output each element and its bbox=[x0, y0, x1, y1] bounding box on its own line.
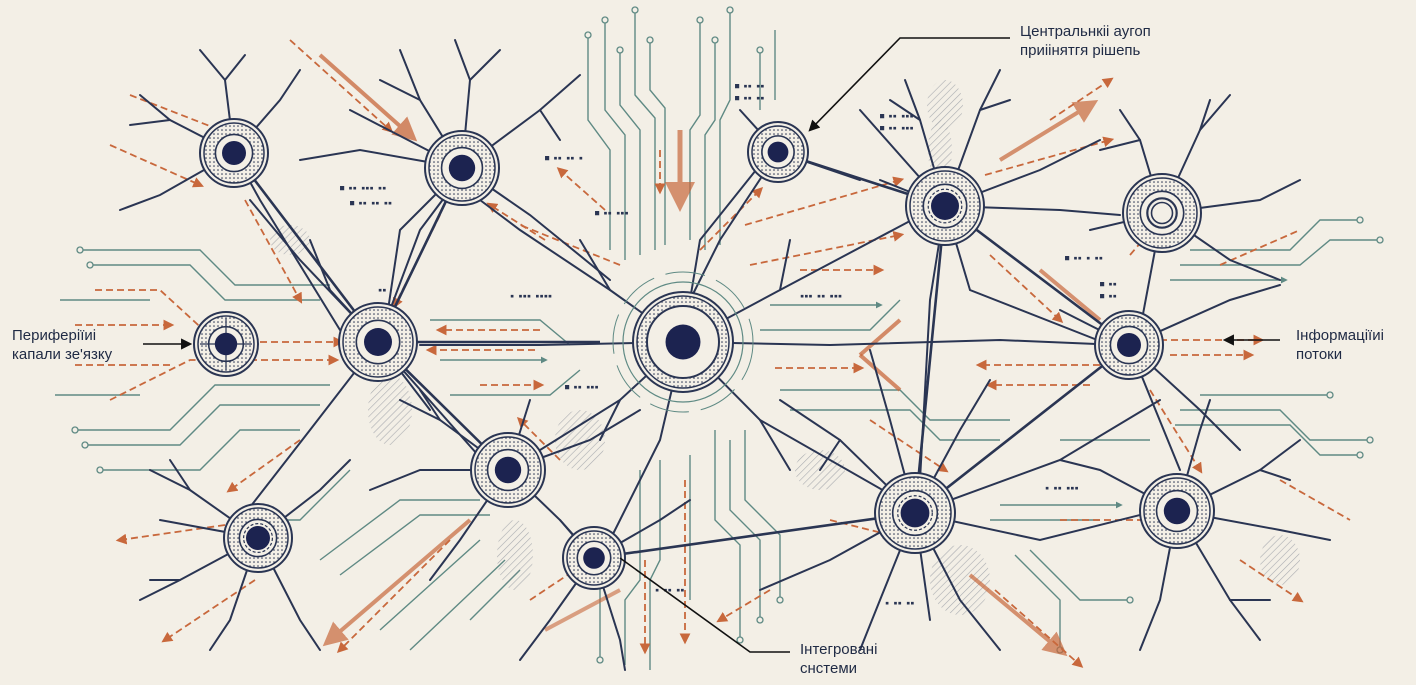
svg-text:■ ▪▪ ▪▪ ▪▪: ■ ▪▪ ▪▪ ▪▪ bbox=[350, 199, 392, 207]
neuron-node-icon bbox=[874, 472, 956, 554]
svg-text:■ ▪▪ ▪▪ ▪: ■ ▪▪ ▪▪ ▪ bbox=[545, 154, 583, 162]
svg-text:▪ ▪▪▪ ▪▪▪▪: ▪ ▪▪▪ ▪▪▪▪ bbox=[510, 292, 552, 300]
central-hub-line2: приіінятгя рішепь bbox=[1020, 42, 1141, 59]
svg-text:■ ▪▪: ■ ▪▪ bbox=[1100, 280, 1117, 288]
central-hub-line1: Центральнкіі аугоп bbox=[1020, 23, 1151, 40]
callout-peripheral-channels: Периферіїиі капали зе'язку bbox=[12, 326, 112, 364]
neuron-nodes bbox=[193, 118, 1215, 590]
svg-text:■ ▪▪: ■ ▪▪ bbox=[1100, 292, 1117, 300]
neuron-node-icon bbox=[612, 271, 754, 413]
svg-text:■ ▪▪ ▪ ▪▪: ■ ▪▪ ▪ ▪▪ bbox=[1065, 254, 1103, 262]
neuron-node-icon bbox=[905, 166, 985, 246]
neuron-node-icon bbox=[223, 503, 293, 573]
neuron-node-icon bbox=[562, 526, 626, 590]
callout-information-flows: Інформаціїиі потоки bbox=[1296, 326, 1384, 364]
neuron-node-icon bbox=[747, 121, 809, 183]
neuron-node-icon bbox=[1122, 173, 1202, 253]
neuron-node-icon bbox=[1094, 310, 1164, 380]
svg-text:■ ▪▪ ▪▪▪: ■ ▪▪ ▪▪▪ bbox=[595, 209, 629, 217]
svg-text:▪ ▪▪ ▪▪: ▪ ▪▪ ▪▪ bbox=[655, 586, 685, 594]
neuron-node-icon bbox=[338, 302, 418, 382]
integrated-systems-line1: Інтегровані bbox=[800, 641, 878, 658]
neuron-node-icon bbox=[470, 432, 546, 508]
svg-text:■ ▪▪ ▪▪▪: ■ ▪▪ ▪▪▪ bbox=[880, 124, 914, 132]
svg-text:▪ ▪▪ ▪▪: ▪ ▪▪ ▪▪ bbox=[885, 599, 915, 607]
information-flow-arrows bbox=[75, 39, 1351, 668]
neuron-node-icon bbox=[1139, 473, 1215, 549]
callout-integrated-systems: Інтегровані снстеми bbox=[800, 640, 877, 678]
svg-text:■ ▪▪ ▪▪▪: ■ ▪▪ ▪▪▪ bbox=[880, 112, 914, 120]
svg-text:▪▪: ▪▪ bbox=[378, 286, 386, 294]
information-flows-line1: Інформаціїиі bbox=[1296, 327, 1384, 344]
peripheral-channels-line1: Периферіїиі bbox=[12, 327, 97, 344]
integrated-systems-line2: снстеми bbox=[800, 660, 858, 677]
peripheral-channels-line2: капали зе'язку bbox=[12, 346, 113, 363]
neuron-node-icon bbox=[193, 311, 259, 377]
svg-text:■ ▪▪ ▪▪: ■ ▪▪ ▪▪ bbox=[735, 82, 765, 90]
callout-leaders bbox=[143, 37, 1280, 653]
annotation-marks: ■ ▪▪ ▪▪ ▪ ■ ▪▪ ▪▪▪ ▪▪ ■ ▪▪ ▪▪ ▪▪ ■ ▪▪ ▪▪… bbox=[340, 82, 1117, 607]
svg-text:▪▪▪ ▪▪ ▪▪▪: ▪▪▪ ▪▪ ▪▪▪ bbox=[800, 292, 842, 300]
svg-text:■ ▪▪ ▪▪▪: ■ ▪▪ ▪▪▪ bbox=[565, 383, 599, 391]
information-flows-line2: потоки bbox=[1296, 346, 1343, 363]
neuron-node-icon bbox=[199, 118, 269, 188]
svg-text:■ ▪▪ ▪▪▪ ▪▪: ■ ▪▪ ▪▪▪ ▪▪ bbox=[340, 184, 386, 192]
svg-text:■ ▪▪ ▪▪: ■ ▪▪ ▪▪ bbox=[735, 94, 765, 102]
callout-central-hub: Центральнкіі аугоп приіінятгя рішепь bbox=[1020, 22, 1151, 60]
neuron-node-icon bbox=[424, 130, 500, 206]
svg-text:▪ ▪▪ ▪▪▪: ▪ ▪▪ ▪▪▪ bbox=[1045, 484, 1079, 492]
